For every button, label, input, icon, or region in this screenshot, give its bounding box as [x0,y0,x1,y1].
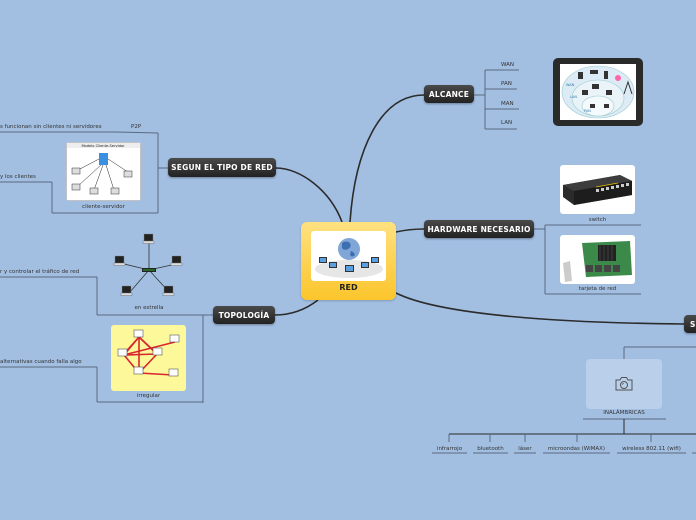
irregular-image [111,325,186,391]
inalambricas-item-infrarrojo[interactable]: infrarrojo [436,446,463,452]
p2p-note: s funcionan sin clientes ni servidores [0,124,102,130]
svg-text:LAN: LAN [570,95,577,99]
topic-s-branch-label: S [690,319,696,329]
inalambricas-item-wireless[interactable]: wireless 802.11 (wifi) [622,446,681,452]
tarjeta-de-red-image [560,235,635,284]
topic-topologia[interactable]: TOPOLOGÍA [213,306,275,324]
switch-image [560,165,635,214]
topic-segun-tipo-red[interactable]: SEGUN EL TIPO DE RED [168,158,276,177]
topic-segun-tipo-red-label: SEGUN EL TIPO DE RED [171,163,273,172]
s-branch-item-inalambricas[interactable]: INALÁMBRICAS [603,410,645,416]
inalambricas-image-placeholder[interactable] [586,359,662,409]
central-topic-label: RED [339,283,358,292]
tipo-red-item-cliente-servidor[interactable]: cliente-servidor [82,204,125,210]
connector-hardware [395,228,425,233]
alcance-network-scope-image: WAN LAN PAN [553,58,643,126]
irregular-note: alternativas cuando falla algo [0,359,82,365]
topic-s-branch[interactable]: S [684,315,696,333]
topic-alcance-label: ALCANCE [428,89,470,99]
estrella-note: r y controlar el tráfico de red [0,269,80,275]
cliente-servidor-note: y los clientes [0,174,36,180]
topologia-item-irregular[interactable]: irregular [136,393,161,399]
camera-icon [615,377,633,391]
hardware-item-switch[interactable]: switch [588,217,607,223]
hardware-item-tarjeta-de-red[interactable]: tarjeta de red [578,286,617,292]
alcance-item-man[interactable]: MAN [501,101,514,107]
connector-tipo-red [275,167,343,223]
svg-text:WAN: WAN [566,83,575,87]
central-topic-red[interactable]: RED [301,222,396,300]
tipo-red-item-p2p[interactable]: P2P [131,124,142,130]
cliente-servidor-image-title: Modelo Cliente-Servidor [81,144,125,148]
estrella-image [110,231,188,303]
connector-topologia [274,299,319,316]
topic-alcance[interactable]: ALCANCE [424,85,474,103]
alcance-item-wan[interactable]: WAN [501,62,515,68]
alcance-item-lan[interactable]: LAN [501,120,513,126]
topic-topologia-label: TOPOLOGÍA [218,310,270,320]
alcance-item-pan[interactable]: PAN [501,81,512,87]
inalambricas-item-microondas[interactable]: microondas (WiMAX) [547,446,606,452]
svg-text:PAN: PAN [584,109,591,113]
cliente-servidor-image: Modelo Cliente-Servidor [66,142,141,201]
connector-s [395,292,685,325]
connector-alcance [349,94,425,223]
network-globe-image [311,231,386,281]
topic-hardware-necesario[interactable]: HARDWARE NECESARIO [424,220,534,238]
inalambricas-item-laser[interactable]: láser [518,446,532,452]
topic-hardware-label: HARDWARE NECESARIO [427,224,531,234]
inalambricas-item-bluetooth[interactable]: bluetooth [477,446,504,452]
topologia-item-en-estrella[interactable]: en estrella [134,305,164,311]
